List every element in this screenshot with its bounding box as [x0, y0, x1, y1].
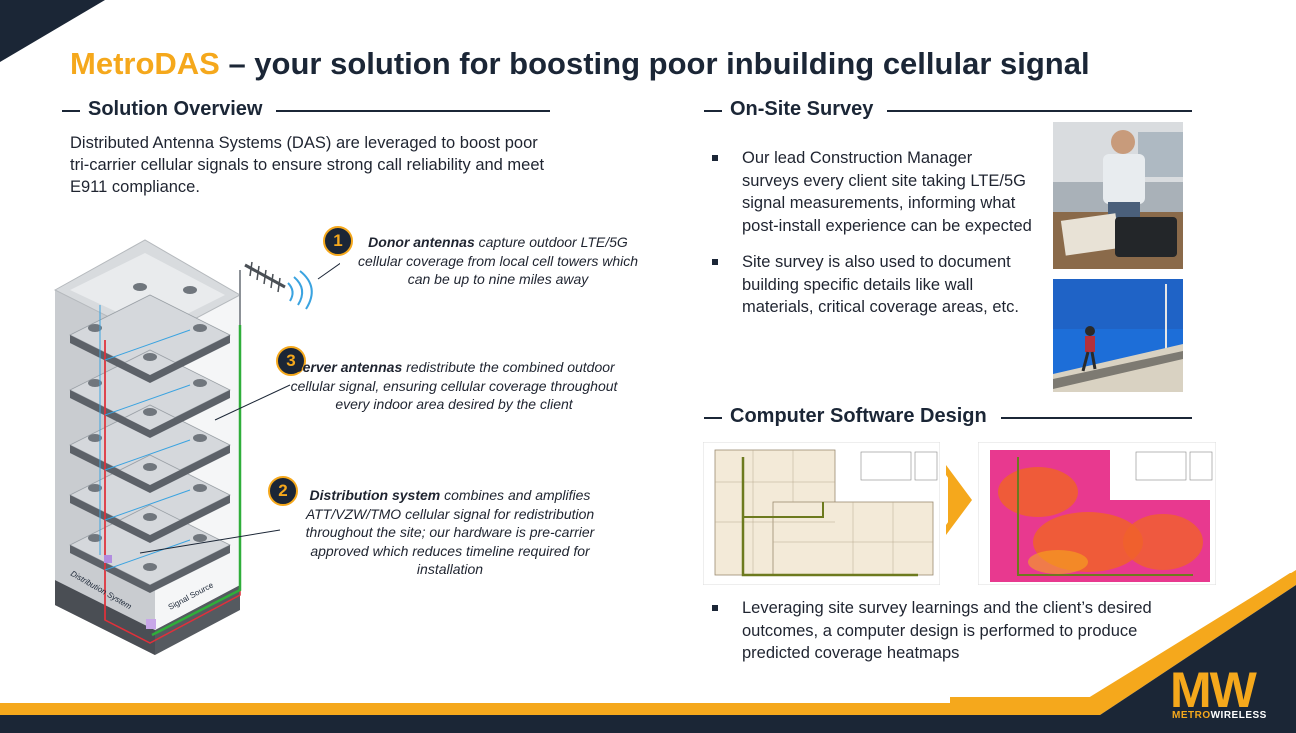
logo-wordmark: METROWIRELESS: [1172, 710, 1267, 721]
callout-1-badge: 1: [323, 226, 353, 256]
survey-bullet-1: Our lead Construction Manager surveys ev…: [712, 147, 1032, 237]
callout-3-bold: Server antennas: [293, 359, 403, 375]
callout-2-text: combines and amplifies ATT/VZW/TMO cellu…: [305, 487, 595, 577]
solution-heading: Solution Overview: [80, 98, 277, 121]
survey-heading: On-Site Survey: [722, 98, 888, 121]
title-brand: MetroDAS: [70, 46, 220, 81]
logo-mark: MW: [1170, 662, 1257, 718]
solution-text: Distributed Antenna Systems (DAS) are le…: [70, 134, 545, 196]
design-bullets: Leveraging site survey learnings and the…: [712, 597, 1182, 679]
survey-bullets: Our lead Construction Manager surveys ev…: [712, 147, 1032, 333]
logo-word-wireless: WIRELESS: [1210, 710, 1267, 721]
callout-distribution-system: Distribution system combines and amplifi…: [284, 486, 616, 579]
bullet-square-icon: [712, 155, 718, 161]
logo-word-metro: METRO: [1172, 710, 1211, 721]
callout-donor-antennas: Donor antennas capture outdoor LTE/5G ce…: [352, 233, 644, 289]
title-rest: – your solution for boosting poor inbuil…: [219, 46, 1090, 81]
corner-decoration: [0, 0, 105, 62]
callout-3-badge: 3: [276, 346, 306, 376]
survey-bullet-2: Site survey is also used to document bui…: [712, 251, 1032, 319]
footer-decoration: [0, 570, 1296, 733]
survey-bullet-1-text: Our lead Construction Manager surveys ev…: [742, 149, 1032, 235]
survey-photo-rooftop: [1053, 279, 1183, 392]
design-bullet-1-text: Leveraging site survey learnings and the…: [742, 599, 1152, 662]
survey-rule: [704, 110, 1192, 112]
solution-rule: [62, 110, 550, 112]
design-bullet-1: Leveraging site survey learnings and the…: [712, 597, 1182, 665]
callout-server-antennas: Server antennas redistribute the combine…: [280, 358, 628, 414]
survey-photo-measurement: [1053, 122, 1183, 269]
callout-3-text: redistribute the combined outdoor cellul…: [290, 359, 618, 412]
callout-2-bold: Distribution system: [309, 487, 441, 503]
survey-bullet-2-text: Site survey is also used to document bui…: [742, 253, 1019, 316]
callout-1-text: capture outdoor LTE/5G cellular coverage…: [357, 234, 639, 287]
page-title: MetroDAS – your solution for boosting po…: [70, 46, 1090, 82]
callout-1-bold: Donor antennas: [368, 234, 475, 250]
coverage-heatmap-image: [978, 442, 1216, 585]
bullet-square-icon: [712, 259, 718, 265]
design-heading: Computer Software Design: [722, 405, 1001, 428]
floor-plan-image: [703, 442, 940, 585]
callout-2-badge: 2: [268, 476, 298, 506]
das-building-illustration: Distribution System Signal Source: [53, 239, 340, 655]
bullet-square-icon: [712, 605, 718, 611]
arrow-right-icon: [946, 465, 972, 535]
